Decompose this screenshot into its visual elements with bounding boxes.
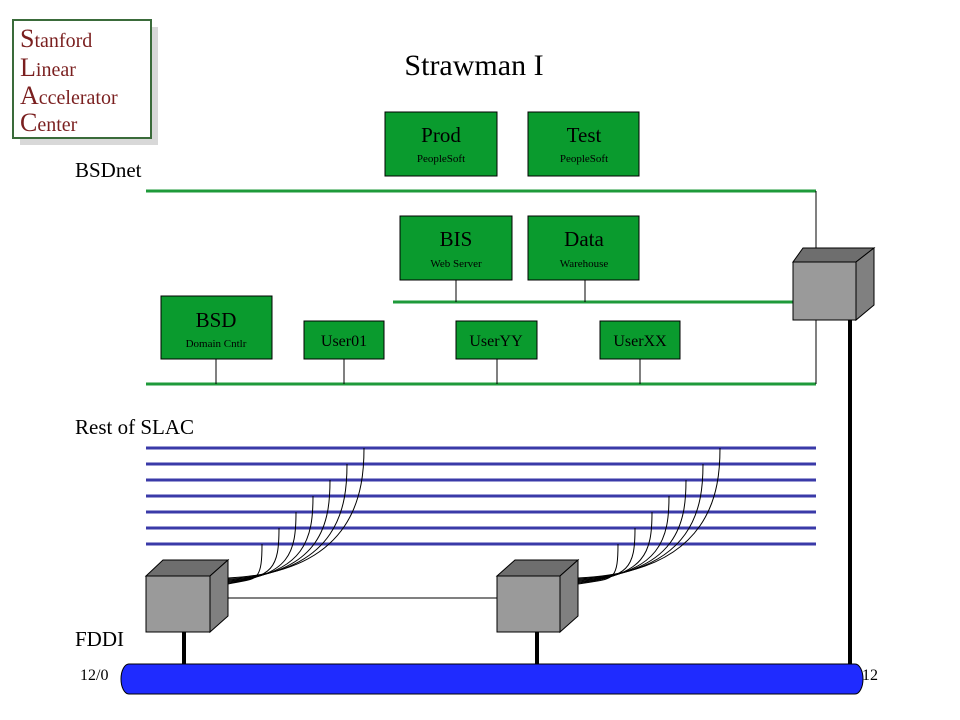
node-userxx: UserXX [599,320,681,360]
node-useryy-title: UserYY [469,333,523,350]
node-data-title: Data [564,227,604,251]
slac-logo: Stanford Linear Accelerator Center [12,19,158,145]
mid-switch-fan-2 [577,527,636,584]
fddi-ring [120,663,864,695]
node-bsd-title: BSD [196,308,237,332]
node-bis-title: BIS [440,227,473,251]
node-prod-title: Prod [421,123,461,147]
mid-switch-fan-3 [577,511,653,583]
fddi-uplinks [182,318,852,668]
left-switch-fan-7 [227,447,365,579]
mid-switch-fan-4 [577,495,670,582]
logo-line-accelerator: Accelerator [20,81,118,110]
bsdnet-lines [146,189,818,386]
node-test-subtitle: PeopleSoft [560,153,608,165]
node-bsd: BSD Domain Cntlr [160,295,273,360]
left-switch-fan-2 [227,527,280,584]
switch-mid-front [496,575,561,633]
node-prod-subtitle: PeopleSoft [417,153,465,165]
node-test: Test PeopleSoft [527,111,640,177]
connector-lines [215,191,817,599]
switch-right [792,246,876,322]
label-rest-of-slac: Rest of SLAC [75,415,194,439]
switch-right-front [792,261,857,321]
node-user01-title: User01 [321,333,367,350]
switch-left [144,558,230,634]
node-data-subtitle: Warehouse [560,258,609,270]
logo-frame [12,19,152,139]
switch-mid [495,558,580,634]
label-bsdnet: BSDnet [75,158,142,182]
fan-connections [227,447,721,585]
mid-switch-fan-7 [577,447,721,579]
footer-page-number: 12 [862,667,878,684]
rest-of-slac-lines [146,446,816,546]
node-bsd-subtitle: Domain Cntlr [186,338,247,350]
slide-title: Strawman I [404,49,543,82]
node-userxx-title: UserXX [613,333,667,350]
logo-line-center: Center [20,108,78,137]
node-user01: User01 [303,320,385,360]
logo-line-linear: Linear [20,53,76,82]
node-prod: Prod PeopleSoft [384,111,498,177]
node-test-title: Test [567,123,602,147]
node-bis: BIS Web Server [399,215,513,281]
footer-date: 12/0 [80,667,108,684]
node-data: Data Warehouse [527,215,640,281]
node-useryy: UserYY [455,320,538,360]
switch-left-front [145,575,211,633]
label-fddi: FDDI [75,627,124,651]
logo-line-stanford: Stanford [20,24,92,53]
node-bis-subtitle: Web Server [430,258,482,270]
